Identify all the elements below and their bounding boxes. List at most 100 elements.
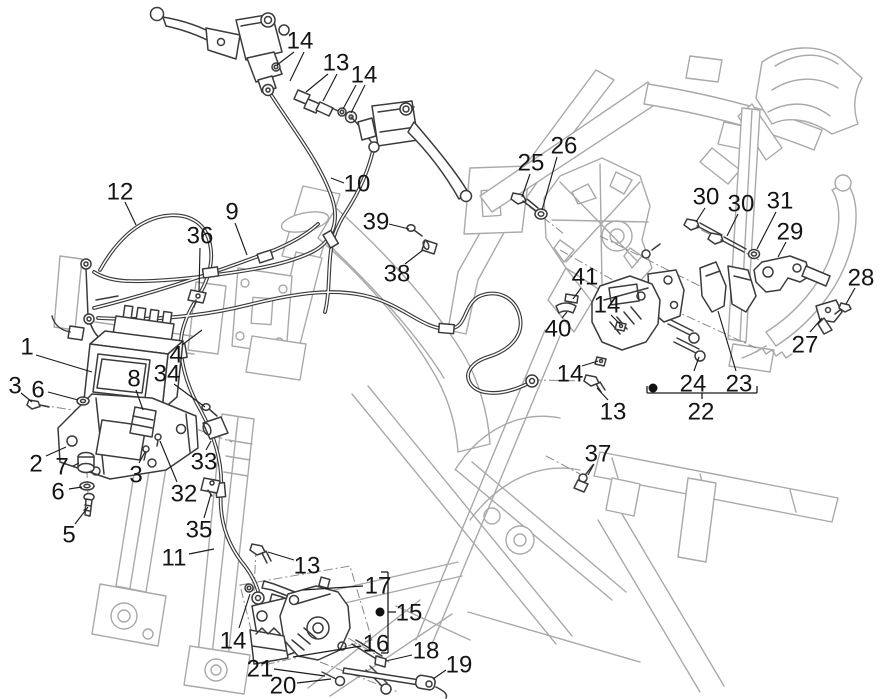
callout-6: 6 [31, 377, 44, 404]
callout-14: 14 [351, 62, 378, 89]
callout-13-leader [305, 73, 329, 93]
callout-9: 9 [225, 199, 238, 226]
callout-1: 1 [20, 334, 33, 361]
callout-25-leader [521, 173, 531, 198]
callout-4-leader [181, 329, 203, 346]
rear-master-cylinder-art [357, 100, 473, 203]
callout-14-leader [350, 84, 366, 114]
callout-4: 4 [169, 342, 182, 369]
callout-36: 36 [187, 223, 214, 250]
callout-15: 15 [396, 600, 423, 627]
small-fasteners-left-art [129, 289, 229, 497]
callout-26: 26 [551, 133, 578, 160]
callout-10: 10 [344, 171, 371, 198]
callout-14-leader [238, 593, 251, 629]
callout-6-leader [47, 391, 79, 401]
callout-24-leader [693, 356, 700, 372]
callout-20-leader [296, 678, 332, 684]
callout-30: 30 [728, 191, 755, 218]
callout-28-leader [845, 287, 856, 305]
callout-19: 19 [446, 652, 473, 679]
callout-39: 39 [363, 209, 390, 236]
callout-33-leader [205, 440, 212, 451]
callout-11-leader [188, 548, 215, 555]
callout-14-leader [581, 360, 599, 367]
callout-14: 14 [594, 292, 621, 319]
callout-3: 3 [129, 462, 142, 489]
callout-13: 13 [294, 553, 321, 580]
abs-modulator-art [51, 304, 184, 417]
callout-34: 34 [154, 361, 181, 388]
callout-29-leader [777, 241, 787, 258]
callout-34-leader [173, 383, 206, 408]
callout-2-leader [45, 446, 67, 457]
callout-7: 7 [55, 454, 68, 481]
callout-14: 14 [287, 28, 314, 55]
callout-29: 29 [777, 219, 804, 246]
callout-37-leader [587, 463, 595, 476]
callout-35: 35 [186, 517, 213, 544]
callout-35-leader [203, 493, 212, 519]
callout-38: 38 [384, 261, 411, 288]
callout-25: 25 [518, 150, 545, 177]
callout-26-leader [541, 156, 558, 211]
callout-14-leader [610, 314, 621, 325]
callout-20: 20 [270, 673, 297, 699]
callout-18: 18 [413, 638, 440, 665]
callout-3-leader [20, 392, 33, 403]
callout-14: 14 [557, 361, 584, 388]
callout-12-leader [124, 201, 137, 226]
callout-27: 27 [792, 332, 819, 359]
callout-5: 5 [62, 522, 75, 549]
stand-sensor-art [555, 218, 852, 493]
group-15-bullet-icon [375, 607, 385, 617]
callout-14-leader [342, 84, 357, 110]
callout-31-leader [756, 211, 777, 250]
callout-18-leader [385, 654, 413, 662]
callout-30-leader [695, 207, 706, 223]
callout-32: 32 [171, 481, 198, 508]
callout-38-leader [404, 249, 424, 265]
callout-33: 33 [191, 449, 218, 476]
callout-8: 8 [127, 366, 140, 393]
callout-41: 41 [572, 264, 599, 291]
callout-6: 6 [51, 479, 64, 506]
callout-6-leader [68, 486, 83, 490]
front-caliper-art [244, 543, 448, 699]
callout-16-leader [292, 645, 362, 658]
callout-13-leader [267, 551, 295, 561]
callout-30-leader [726, 213, 739, 237]
callout-36-leader [198, 247, 201, 292]
callout-22: 22 [688, 399, 715, 426]
callout-12: 12 [107, 179, 134, 206]
abs-bracket-art [26, 393, 199, 517]
callout-7-leader [72, 462, 80, 467]
callout-32-leader [159, 440, 178, 483]
callout-21-leader [273, 668, 326, 677]
frame-art [53, 47, 863, 697]
callout-2: 2 [29, 451, 42, 478]
callout-41-leader [572, 287, 582, 300]
callout-13: 13 [600, 399, 627, 426]
callout-8-leader [135, 389, 144, 411]
callout-17: 17 [365, 573, 392, 600]
front-master-cylinder-art [149, 6, 373, 144]
callout-37: 37 [585, 441, 612, 468]
callout-13: 13 [323, 50, 350, 77]
callout-40-leader [561, 311, 568, 319]
callout-27-leader [809, 317, 823, 333]
callout-28: 28 [848, 265, 875, 292]
callout-21: 21 [247, 656, 274, 683]
callout-5-leader [74, 506, 89, 525]
frame-screws-art [406, 192, 548, 255]
callout-13-leader [596, 387, 609, 401]
group-22-bullet-icon [648, 383, 658, 393]
callout-14-leader [289, 51, 305, 82]
callout-11: 11 [162, 545, 187, 572]
callout-9-leader [234, 222, 248, 256]
callout-13-leader [322, 73, 338, 102]
callout-3-leader [138, 451, 146, 464]
callout-30: 30 [693, 184, 720, 211]
